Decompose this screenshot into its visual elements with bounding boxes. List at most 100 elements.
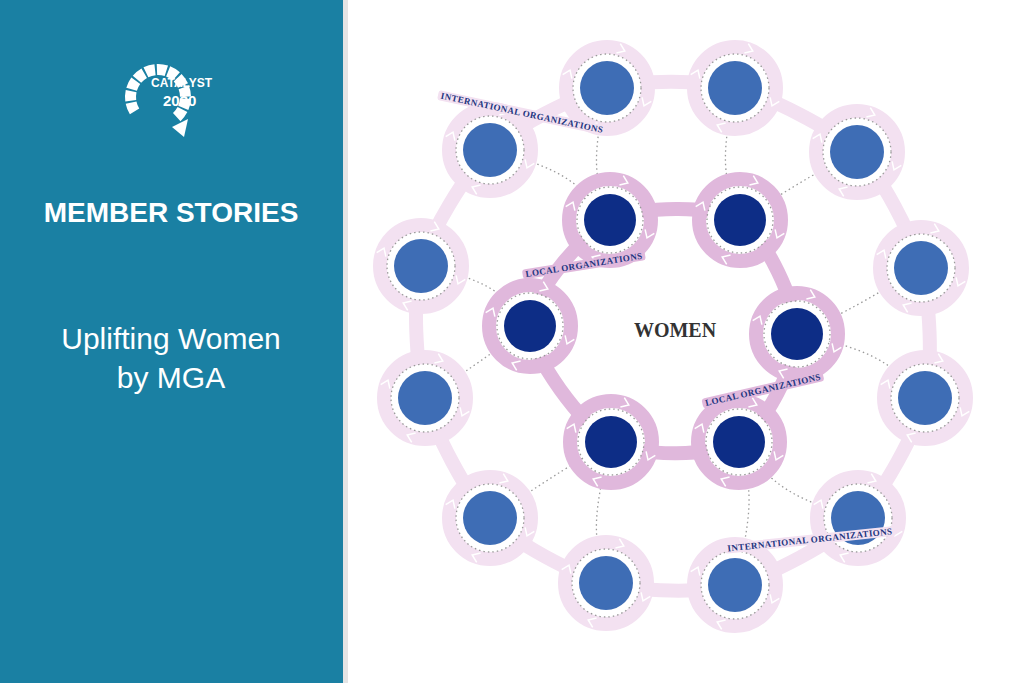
band-ring xyxy=(880,227,962,309)
dotted-ring xyxy=(497,293,563,359)
band-arrow xyxy=(960,407,969,415)
logo-segment xyxy=(125,90,136,101)
member-circle xyxy=(394,239,448,293)
dotted-ring xyxy=(823,118,891,186)
member-circle xyxy=(504,300,556,352)
band-arrow xyxy=(721,477,729,486)
band-arrow xyxy=(403,301,411,310)
chain-band xyxy=(416,82,930,591)
band-arrow xyxy=(832,343,841,351)
band-arrow xyxy=(881,380,890,388)
logo-arrow xyxy=(172,119,188,137)
band-arrow xyxy=(434,354,442,363)
band-arrow xyxy=(840,553,848,562)
logo-segment xyxy=(126,78,140,91)
band-arrow xyxy=(839,187,847,196)
band-arrow xyxy=(620,398,628,407)
band-arrow xyxy=(472,553,480,562)
dotted-ring xyxy=(577,187,643,253)
band-arrow xyxy=(814,500,823,508)
band-ring xyxy=(694,47,776,129)
dotted-ring xyxy=(456,484,524,552)
band-arrow xyxy=(691,70,700,78)
dotted-ring xyxy=(706,409,772,475)
band-arrow xyxy=(486,308,495,316)
band-arrow xyxy=(877,250,886,258)
band-arrow xyxy=(499,474,507,483)
member-circle xyxy=(708,558,762,612)
band-arrow xyxy=(749,176,757,185)
band-arrow xyxy=(446,500,455,508)
band-arrow xyxy=(512,361,520,370)
band-ring xyxy=(816,111,898,193)
band-arrow xyxy=(562,565,571,573)
dotted-ring xyxy=(891,364,959,432)
band-arrow xyxy=(717,620,725,629)
band-arrow xyxy=(407,433,415,442)
band-ring xyxy=(884,357,966,439)
member-circle xyxy=(585,416,637,468)
band-arrow xyxy=(566,202,575,210)
band-arrow xyxy=(377,248,386,256)
band-arrow xyxy=(907,433,915,442)
band-ring xyxy=(489,285,571,367)
member-circle xyxy=(398,371,452,425)
dotted-ring xyxy=(887,234,955,302)
dotted-ring xyxy=(701,551,769,619)
band-ring xyxy=(449,477,531,559)
dotted-ring xyxy=(456,116,524,184)
logo-text: CATALYST xyxy=(151,77,212,91)
member-circle xyxy=(898,371,952,425)
band-arrow xyxy=(525,527,534,535)
band-arrow xyxy=(774,451,783,459)
band-arrow xyxy=(813,134,822,142)
member-circle xyxy=(894,241,948,295)
band-arrow xyxy=(456,275,465,283)
dotted-ring xyxy=(573,54,641,122)
band-arrow xyxy=(717,123,725,132)
band-arrow xyxy=(472,185,480,194)
band-arrow xyxy=(645,229,654,237)
band-arrow xyxy=(646,451,655,459)
band-ring xyxy=(380,225,462,307)
band-arrow xyxy=(866,108,874,117)
band-arrow xyxy=(460,407,469,415)
band-arrow xyxy=(779,369,787,378)
logo-year: 2030 xyxy=(163,92,196,109)
band-arrow xyxy=(806,290,814,299)
band-ring xyxy=(449,109,531,191)
band-arrow xyxy=(748,398,756,407)
band-ring xyxy=(566,47,648,129)
band-ring xyxy=(694,544,776,626)
member-circle xyxy=(584,194,636,246)
band-ring xyxy=(817,477,899,559)
center-label: WOMEN xyxy=(634,319,716,342)
band-arrow xyxy=(744,44,752,53)
member-circle xyxy=(713,416,765,468)
member-circle xyxy=(463,123,517,177)
side-panel xyxy=(0,0,343,683)
band-arrow xyxy=(619,176,627,185)
band-arrow xyxy=(696,202,705,210)
band-arrow xyxy=(641,592,650,600)
band-arrow xyxy=(775,229,784,237)
band-ring xyxy=(569,179,651,261)
band-arrow xyxy=(930,224,938,233)
circle-nodes xyxy=(387,54,959,619)
dotted-ring xyxy=(387,232,455,300)
dotted-ring xyxy=(707,187,773,253)
dotted-ring xyxy=(578,409,644,475)
band-ring xyxy=(384,357,466,439)
member-circle xyxy=(463,491,517,545)
section-heading: MEMBER STORIES xyxy=(44,197,299,229)
story-title: Uplifting Women by MGA xyxy=(51,319,291,397)
member-circle xyxy=(580,61,634,115)
band-ring xyxy=(756,293,838,375)
dotted-ring xyxy=(391,364,459,432)
band-arrow xyxy=(563,70,572,78)
member-circle xyxy=(579,556,633,610)
band-arrow xyxy=(539,282,547,291)
logo-segment xyxy=(126,101,140,114)
band-arrow xyxy=(446,132,455,140)
